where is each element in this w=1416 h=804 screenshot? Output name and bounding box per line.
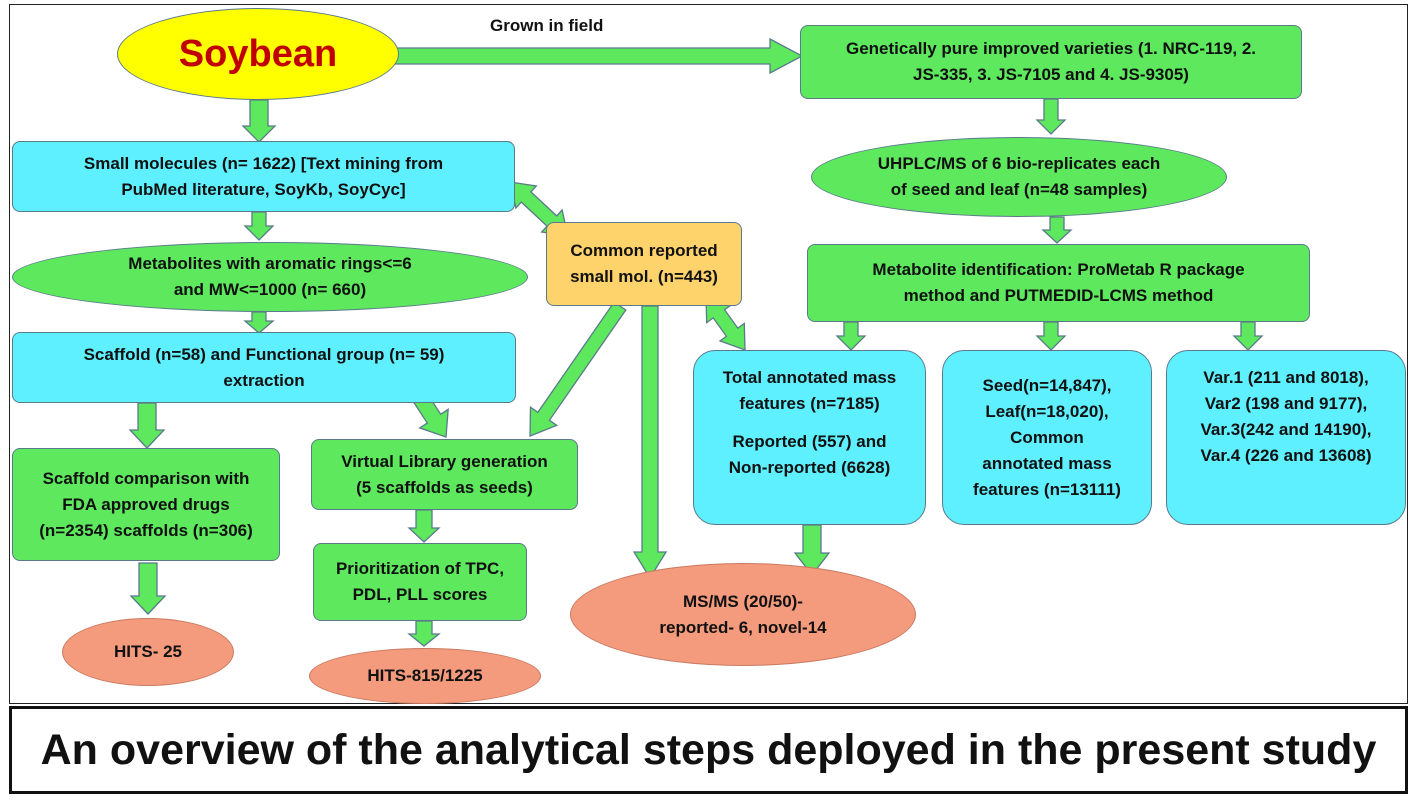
arrow-layer: [128, 37, 1264, 647]
hits-815-text: HITS-815/1225: [367, 666, 483, 685]
node-variety-counts: Var.1 (211 and 8018), Var2 (198 and 9177…: [1166, 350, 1406, 525]
small-molecules-text: Small molecules (n= 1622) [Text mining f…: [83, 153, 444, 199]
node-small-molecules: Small molecules (n= 1622) [Text mining f…: [12, 141, 515, 212]
node-prioritization: Prioritization of TPC, PDL, PLL scores: [313, 543, 527, 621]
arrow-identification-to-seed: [1035, 321, 1067, 351]
virtual-library-text: Virtual Library generation (5 scaffolds …: [341, 451, 548, 497]
arrow-identification-to-varieties: [1232, 321, 1264, 351]
node-uhplc: UHPLC/MS of 6 bio-replicates each of see…: [811, 137, 1227, 217]
msms-text: MS/MS (20/50)- reported- 6, novel-14: [659, 591, 827, 637]
hits-25-text: HITS- 25: [113, 642, 183, 661]
scaffold-extraction-text: Scaffold (n=58) and Functional group (n=…: [83, 344, 445, 390]
node-metabolites-rings: Metabolites with aromatic rings<=6 and M…: [12, 242, 528, 312]
arrow-soybean-to-small-molecules: [241, 99, 277, 143]
common-reported-text: Common reported small mol. (n=443): [570, 241, 718, 286]
variety-counts-text: Var.1 (211 and 8018), Var2 (198 and 9177…: [1200, 368, 1372, 465]
arrow-soybean-to-varieties: [379, 37, 804, 75]
node-total-annotated: Total annotated mass features (n=7185) R…: [693, 350, 926, 525]
seed-leaf-text: Seed(n=14,847), Leaf(n=18,020), Common a…: [973, 375, 1121, 499]
metabolites-rings-text: Metabolites with aromatic rings<=6 and M…: [128, 254, 412, 299]
grown-in-field-label: Grown in field: [490, 16, 604, 35]
arrow-common-to-virtual: [529, 301, 627, 437]
reported-nonreported-text: Reported (557) and Non-reported (6628): [728, 432, 891, 477]
node-virtual-library: Virtual Library generation (5 scaffolds …: [311, 439, 578, 510]
arrow-varieties-to-uhplc: [1035, 98, 1067, 135]
prioritization-text: Prioritization of TPC, PDL, PLL scores: [335, 559, 505, 604]
node-scaffold-extraction: Scaffold (n=58) and Functional group (n=…: [12, 332, 516, 403]
node-common-reported: Common reported small mol. (n=443): [546, 222, 742, 306]
node-soybean: Soybean: [117, 8, 399, 100]
scaffold-comparison-text: Scaffold comparison with FDA approved dr…: [39, 468, 253, 540]
arrow-virtual-to-prioritization: [407, 509, 441, 543]
arrow-common-to-msms: [632, 305, 668, 580]
arrow-uhplc-to-identification: [1041, 216, 1073, 244]
uhplc-text: UHPLC/MS of 6 bio-replicates each of see…: [877, 154, 1161, 199]
node-hits-815: HITS-815/1225: [309, 648, 541, 704]
arrow-prioritization-to-hits815: [407, 620, 441, 647]
node-seed-leaf: Seed(n=14,847), Leaf(n=18,020), Common a…: [942, 350, 1152, 525]
node-msms: MS/MS (20/50)- reported- 6, novel-14: [570, 563, 916, 666]
arrow-total-to-msms: [793, 524, 831, 577]
metabolite-identification-text: Metabolite identification: ProMetab R pa…: [872, 260, 1245, 305]
caption: An overview of the analytical steps depl…: [9, 706, 1408, 794]
node-hits-25: HITS- 25: [62, 618, 234, 686]
node-scaffold-comparison: Scaffold comparison with FDA approved dr…: [12, 448, 280, 561]
arrow-scaffold-to-comparison: [128, 402, 166, 449]
arrow-metabolites-to-scaffold: [243, 311, 275, 334]
arrow-comparison-to-hits25: [129, 562, 167, 615]
soybean-label: Soybean: [178, 33, 338, 75]
diagram-frame: [9, 4, 1408, 704]
varieties-text: Genetically pure improved varieties (1. …: [845, 39, 1257, 84]
total-annotated-text: Total annotated mass features (n=7185): [722, 368, 897, 413]
arrow-identification-to-total: [835, 321, 867, 351]
node-metabolite-identification: Metabolite identification: ProMetab R pa…: [807, 244, 1310, 322]
arrow-small-molecules-to-metabolites: [243, 211, 275, 241]
node-varieties: Genetically pure improved varieties (1. …: [800, 25, 1302, 99]
